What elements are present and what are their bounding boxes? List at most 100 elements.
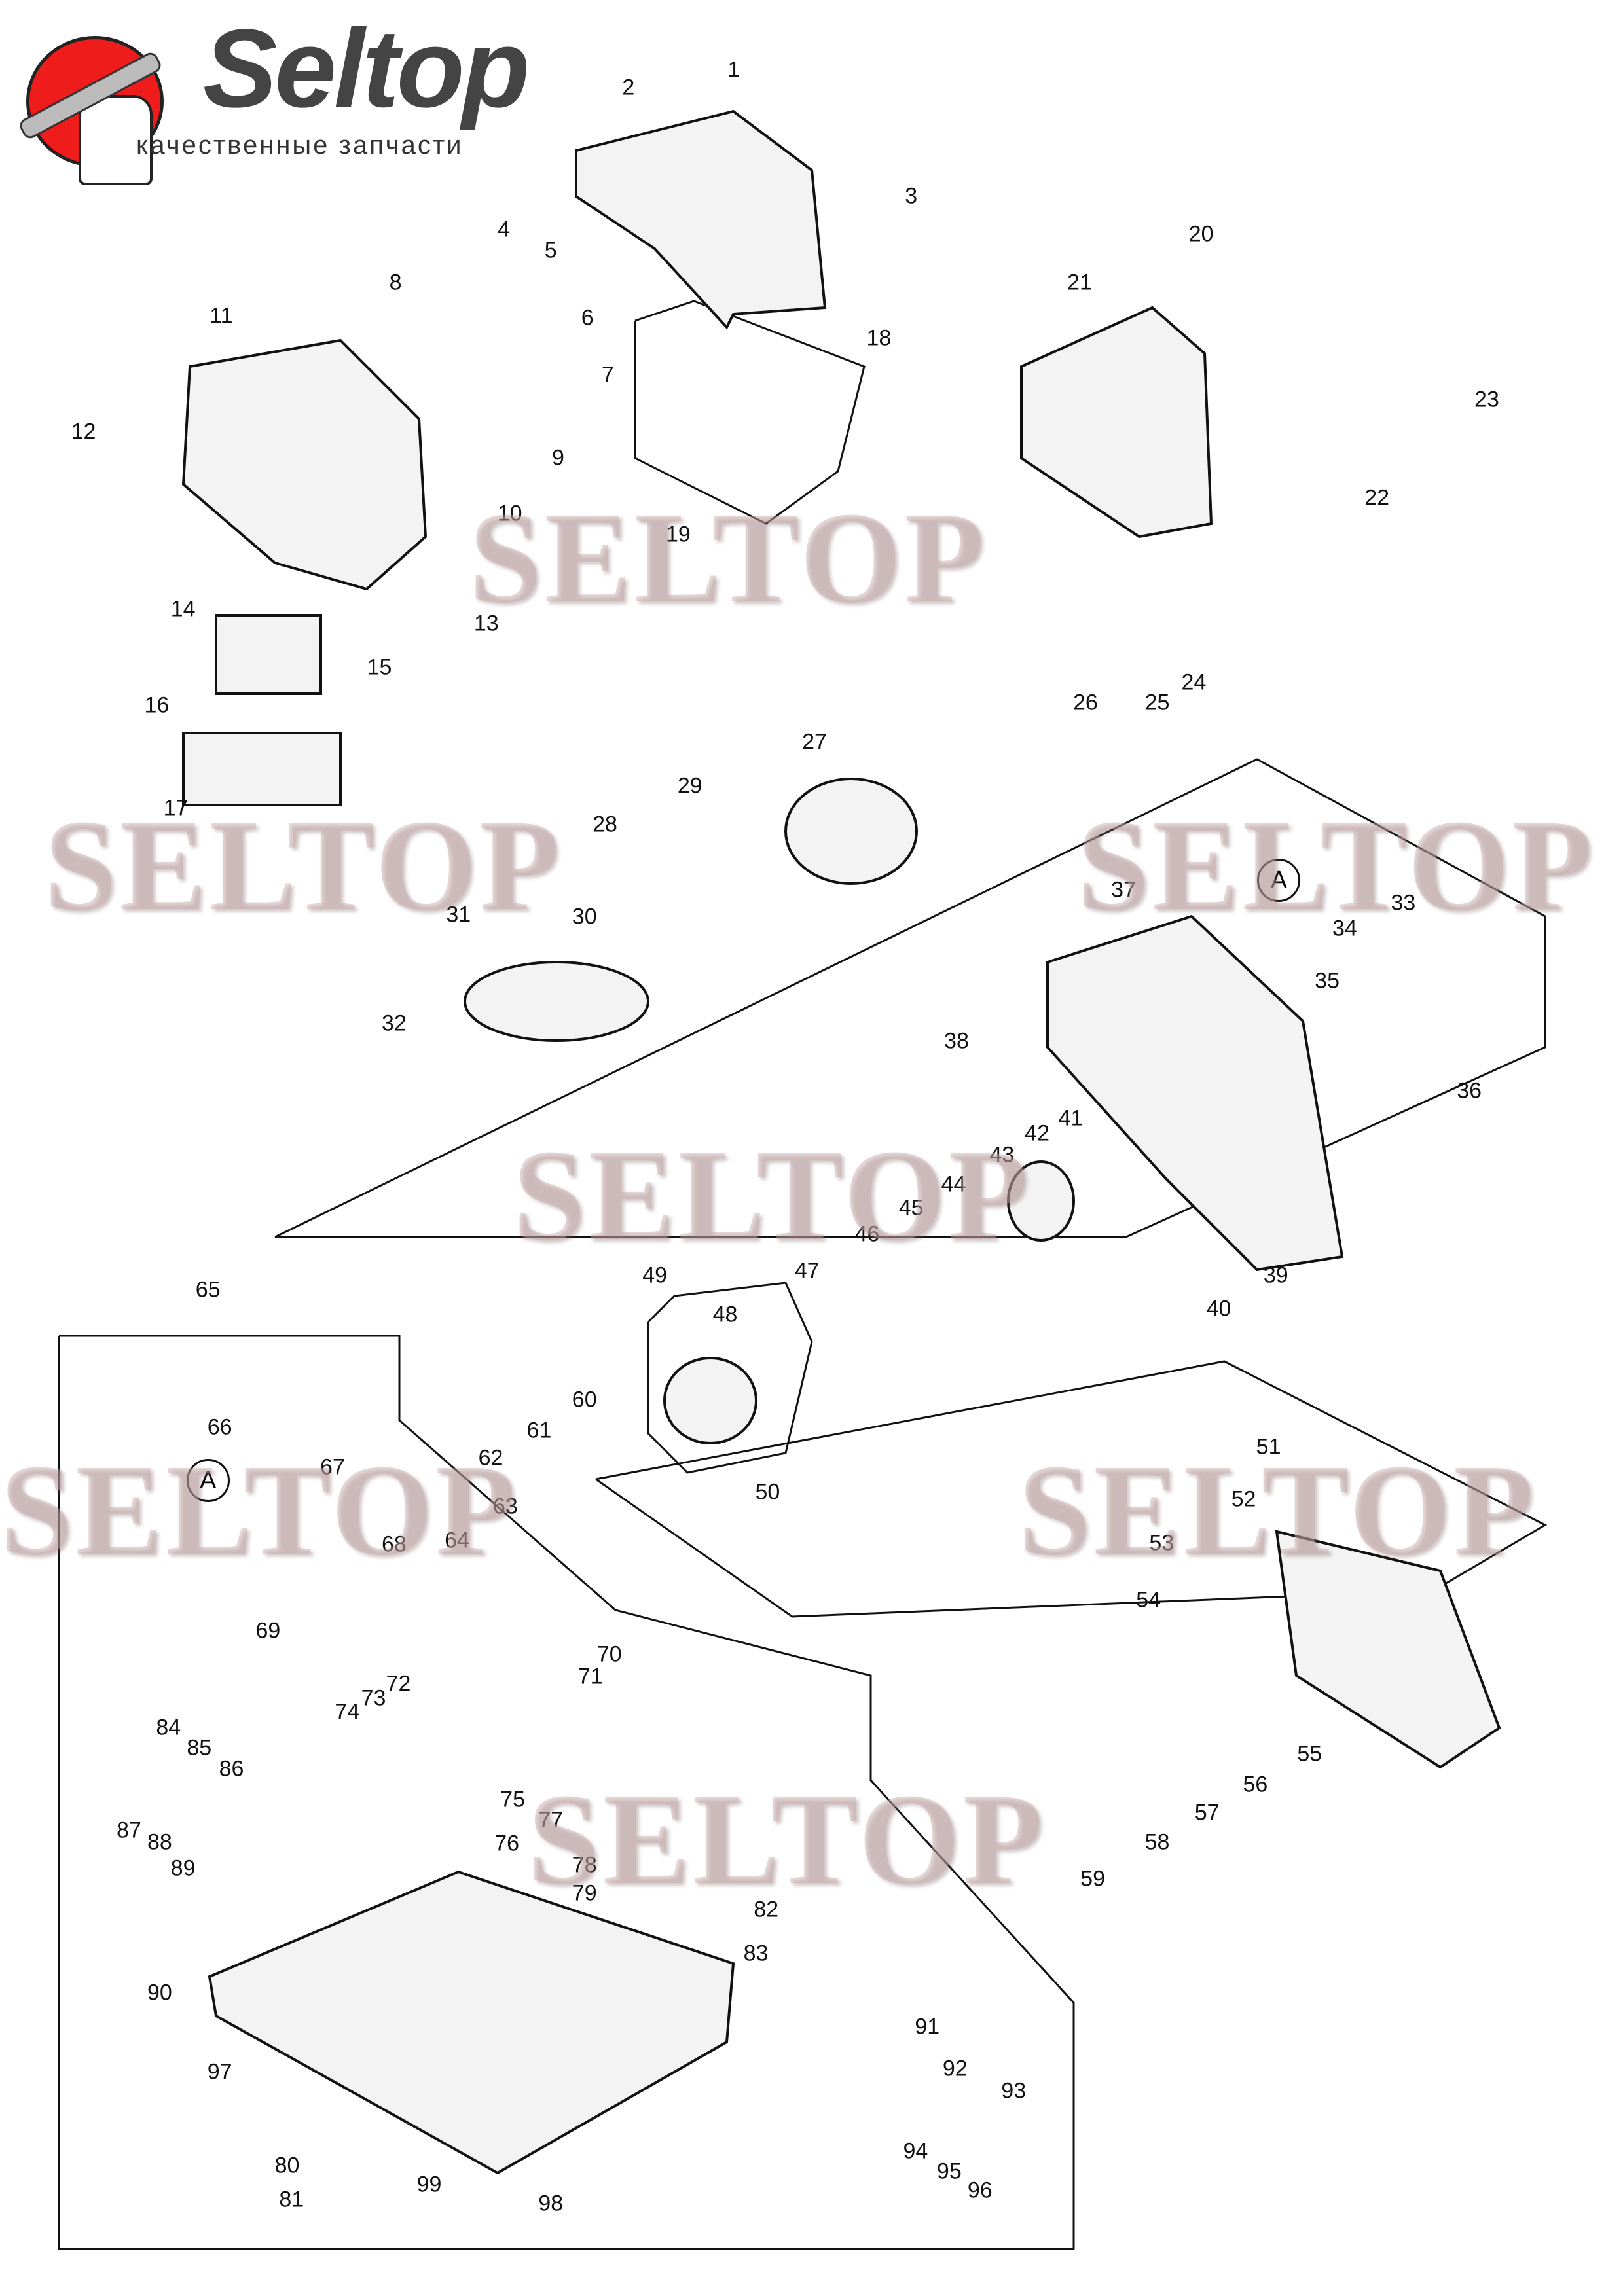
- part-callout-80: 80: [274, 2153, 300, 2178]
- part-callout-88: 88: [147, 1829, 172, 1855]
- gear-part-49: [663, 1357, 757, 1444]
- part-callout-25: 25: [1144, 690, 1170, 715]
- part-callout-65: 65: [195, 1277, 221, 1302]
- part-callout-79: 79: [572, 1880, 597, 1906]
- part-callout-36: 36: [1457, 1078, 1482, 1103]
- part-callout-9: 9: [551, 445, 564, 471]
- switch-part-14: [215, 614, 322, 695]
- part-callout-46: 46: [854, 1221, 880, 1247]
- part-callout-31: 31: [446, 902, 471, 927]
- part-callout-68: 68: [381, 1532, 407, 1557]
- part-callout-61: 61: [526, 1418, 552, 1443]
- part-callout-67: 67: [319, 1454, 345, 1480]
- part-callout-55: 55: [1297, 1741, 1322, 1767]
- brand-name: Seltop: [203, 7, 530, 131]
- base-plate-part-90: [208, 1870, 735, 2175]
- part-callout-86: 86: [219, 1756, 244, 1782]
- part-callout-76: 76: [494, 1831, 520, 1856]
- armature-part-31: [464, 961, 649, 1042]
- part-callout-1: 1: [727, 57, 740, 82]
- part-callout-24: 24: [1181, 670, 1207, 695]
- part-callout-16: 16: [144, 692, 170, 718]
- part-callout-60: 60: [572, 1387, 597, 1412]
- part-callout-95: 95: [936, 2159, 962, 2184]
- part-callout-52: 52: [1231, 1486, 1256, 1512]
- part-callout-2: 2: [622, 75, 635, 100]
- part-callout-23: 23: [1474, 387, 1499, 412]
- part-callout-50: 50: [755, 1479, 780, 1505]
- part-callout-15: 15: [367, 655, 392, 680]
- part-callout-19: 19: [665, 522, 691, 547]
- part-callout-91: 91: [915, 2014, 940, 2039]
- part-callout-85: 85: [187, 1735, 212, 1761]
- part-callout-54: 54: [1136, 1587, 1161, 1613]
- part-callout-58: 58: [1144, 1829, 1170, 1855]
- part-callout-27: 27: [802, 729, 827, 755]
- part-callout-10: 10: [497, 501, 522, 526]
- part-callout-99: 99: [416, 2172, 442, 2197]
- part-callout-94: 94: [903, 2138, 928, 2164]
- part-callout-56: 56: [1243, 1772, 1268, 1797]
- reference-mark-a: A: [1257, 858, 1301, 902]
- part-callout-22: 22: [1364, 485, 1390, 511]
- part-callout-45: 45: [898, 1195, 924, 1221]
- part-callout-40: 40: [1206, 1296, 1231, 1321]
- part-callout-82: 82: [754, 1897, 779, 1922]
- part-callout-92: 92: [942, 2056, 968, 2081]
- part-callout-89: 89: [170, 1856, 196, 1881]
- part-callout-83: 83: [743, 1941, 769, 1966]
- reference-mark-a: A: [186, 1459, 230, 1502]
- part-callout-72: 72: [386, 1671, 411, 1696]
- group-box-49: [647, 1282, 813, 1474]
- part-callout-63: 63: [492, 1494, 518, 1519]
- seltop-logo: Seltop качественные запчасти: [7, 7, 530, 185]
- group-box-51: [595, 1360, 1548, 1618]
- part-callout-44: 44: [941, 1172, 966, 1197]
- brand-tagline: качественные запчасти: [136, 131, 464, 160]
- part-callout-34: 34: [1332, 916, 1357, 941]
- part-callout-38: 38: [944, 1028, 969, 1054]
- part-callout-78: 78: [572, 1852, 597, 1878]
- handle-part-11: [181, 338, 428, 591]
- part-callout-75: 75: [500, 1787, 525, 1812]
- group-box-65: [58, 1335, 1075, 2250]
- blade-guard-part-37: [1046, 914, 1344, 1272]
- part-callout-37: 37: [1111, 877, 1136, 903]
- part-callout-14: 14: [170, 596, 196, 622]
- motor-housing-part-21: [1020, 306, 1213, 539]
- part-callout-81: 81: [279, 2187, 304, 2212]
- part-callout-4: 4: [498, 217, 511, 242]
- part-callout-53: 53: [1149, 1530, 1175, 1556]
- part-callout-12: 12: [71, 419, 96, 444]
- part-callout-87: 87: [116, 1818, 141, 1843]
- part-callout-8: 8: [389, 270, 402, 295]
- part-callout-11: 11: [210, 303, 233, 329]
- part-callout-71: 71: [577, 1664, 603, 1689]
- part-callout-30: 30: [572, 904, 597, 929]
- part-callout-39: 39: [1263, 1263, 1288, 1288]
- part-callout-84: 84: [156, 1715, 181, 1740]
- part-callout-26: 26: [1072, 690, 1098, 715]
- part-callout-5: 5: [544, 238, 557, 263]
- part-callout-35: 35: [1315, 968, 1340, 994]
- stator-part-27: [784, 778, 918, 885]
- part-callout-20: 20: [1188, 221, 1214, 247]
- part-callout-66: 66: [207, 1414, 232, 1440]
- part-callout-90: 90: [147, 1980, 172, 2005]
- part-callout-51: 51: [1256, 1434, 1281, 1460]
- housing-part-2: [575, 109, 827, 330]
- part-callout-28: 28: [593, 812, 617, 837]
- part-callout-6: 6: [581, 305, 594, 331]
- part-callout-69: 69: [255, 1618, 281, 1643]
- part-callout-93: 93: [1001, 2078, 1027, 2104]
- part-callout-49: 49: [642, 1263, 668, 1288]
- part-callout-97: 97: [207, 2059, 232, 2085]
- part-callout-7: 7: [602, 362, 614, 387]
- part-callout-21: 21: [1067, 270, 1092, 295]
- part-callout-98: 98: [538, 2191, 564, 2216]
- part-callout-43: 43: [989, 1142, 1015, 1168]
- part-callout-70: 70: [596, 1641, 622, 1667]
- part-callout-59: 59: [1080, 1866, 1106, 1892]
